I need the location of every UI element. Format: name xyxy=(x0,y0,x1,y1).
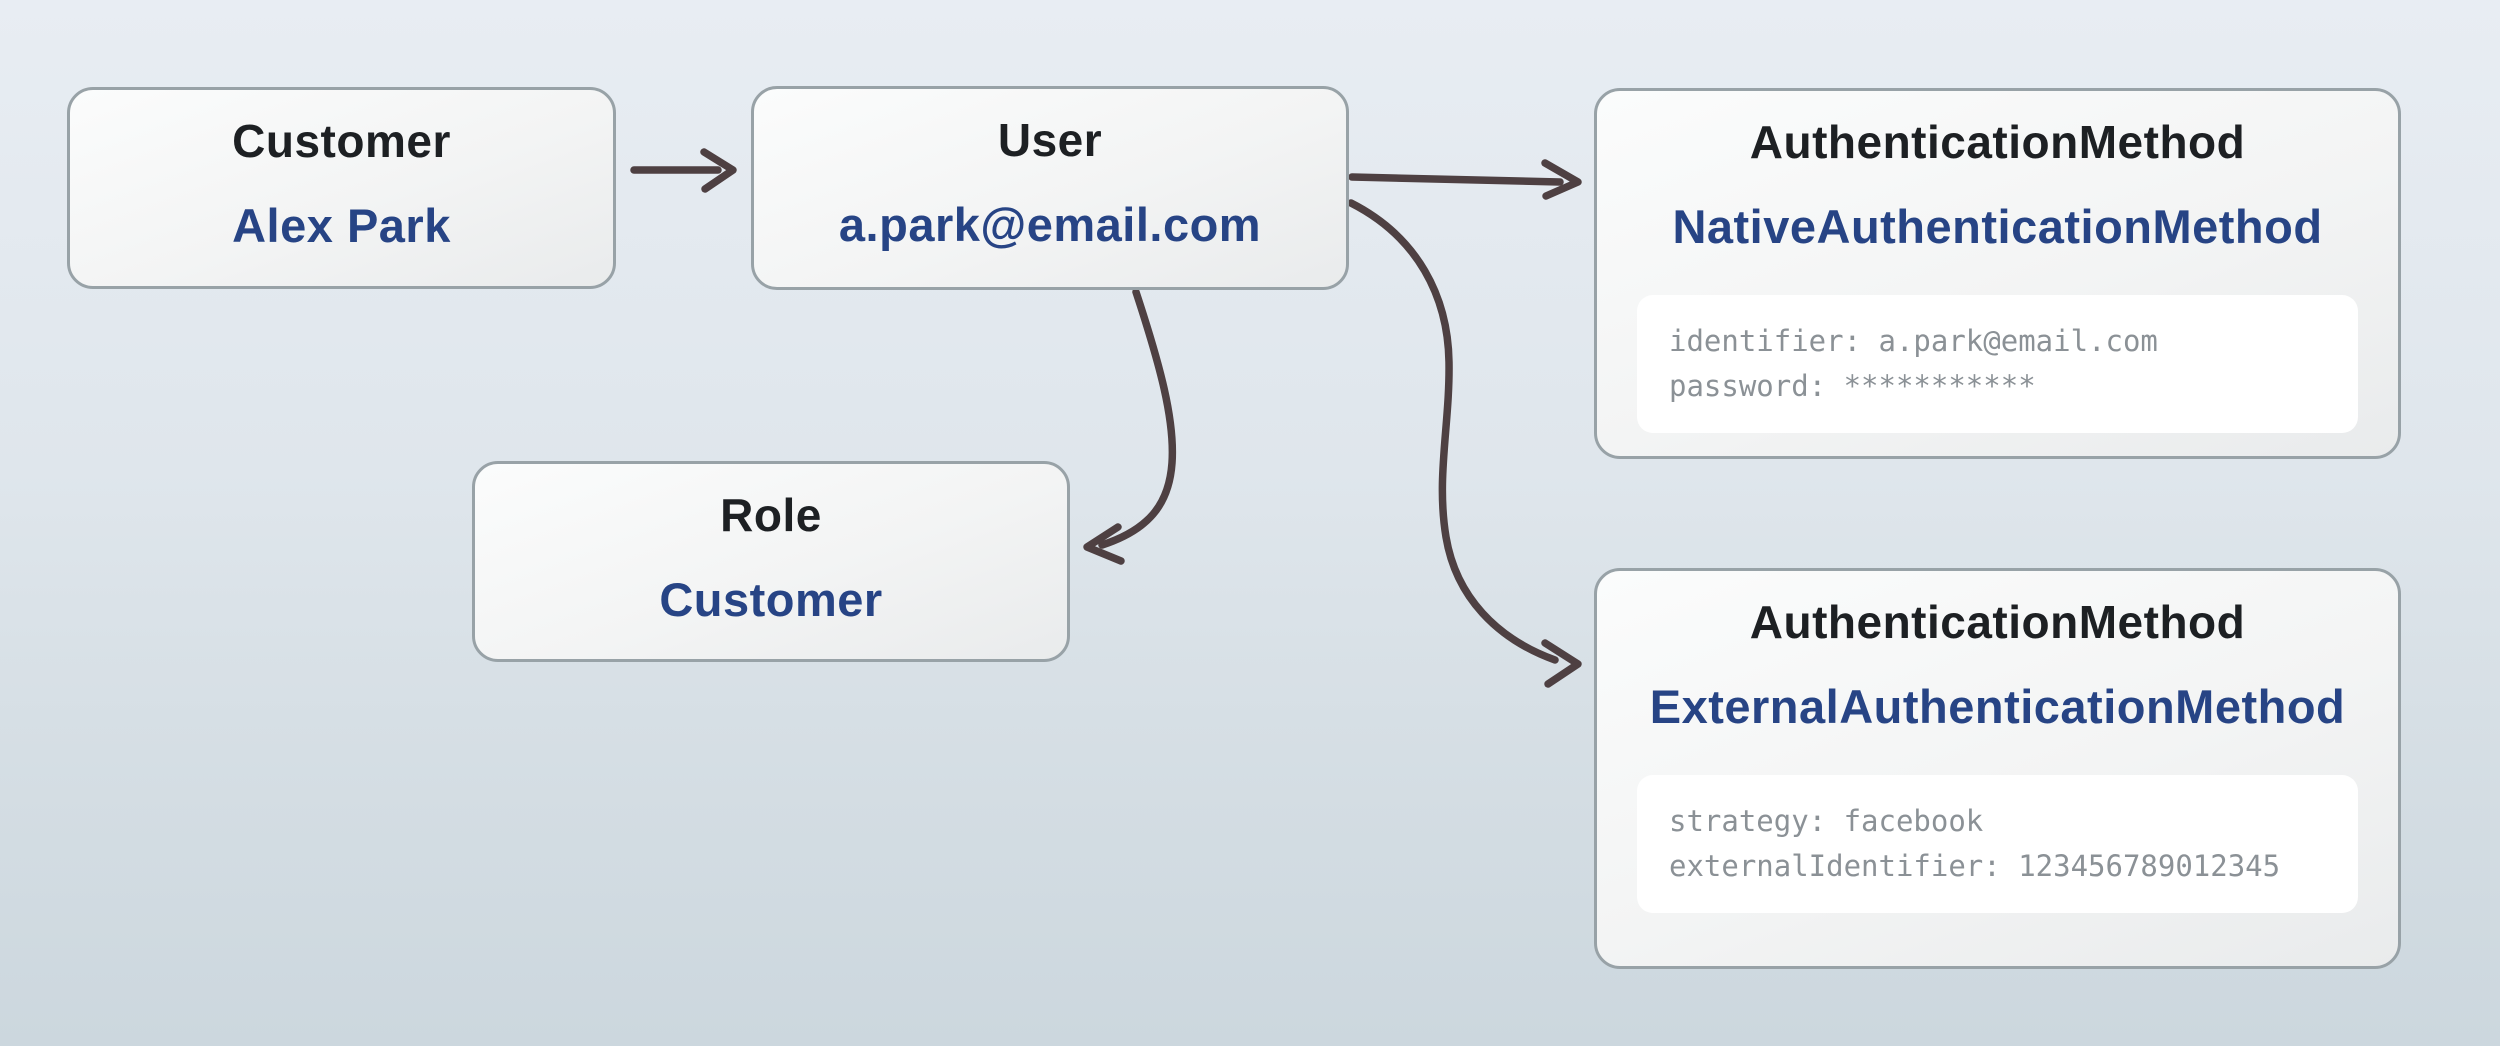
node-user-value: a.park@email.com xyxy=(838,198,1262,251)
arrow-head xyxy=(1541,639,1582,688)
node-native-auth-title: AuthenticationMethod xyxy=(1749,116,2246,168)
arrow-shaft xyxy=(1347,199,1559,664)
node-external-auth-value: ExternalAuthenticationMethod xyxy=(1649,680,2346,733)
arrow-head xyxy=(1083,523,1125,565)
node-external-authentication-method: AuthenticationMethod ExternalAuthenticat… xyxy=(1594,568,2401,969)
node-user: User a.park@email.com xyxy=(751,86,1349,290)
node-customer-title: Customer xyxy=(232,115,451,167)
external-auth-attributes-panel: strategy: facebook externalIdentifier: 1… xyxy=(1637,775,2358,913)
arrow-user-to-role xyxy=(1083,288,1177,565)
arrow-shaft xyxy=(1348,173,1564,186)
arrow-head xyxy=(700,148,737,193)
node-role: Role Customer xyxy=(472,461,1070,662)
node-role-value: Customer xyxy=(659,573,883,626)
node-customer: Customer Alex Park xyxy=(67,87,616,289)
node-native-auth-value: NativeAuthenticationMethod xyxy=(1672,200,2323,253)
node-external-auth-title: AuthenticationMethod xyxy=(1749,596,2246,648)
node-user-title: User xyxy=(997,114,1103,166)
node-role-title: Role xyxy=(720,489,822,541)
node-customer-value: Alex Park xyxy=(232,199,451,252)
node-native-authentication-method: AuthenticationMethod NativeAuthenticatio… xyxy=(1594,88,2401,459)
native-auth-attributes-panel: identifier: a.park@email.com password: *… xyxy=(1637,295,2358,433)
arrow-customer-to-user xyxy=(630,148,737,193)
attr-strategy: strategy: facebook xyxy=(1669,804,1984,838)
attr-external-identifier: externalIdentifier: 123456789012345 xyxy=(1669,849,2281,883)
arrow-shaft xyxy=(1098,288,1177,549)
arrow-user-to-native-auth xyxy=(1348,159,1582,200)
arrow-user-to-external-auth xyxy=(1347,199,1582,688)
attr-identifier: identifier: a.park@email.com xyxy=(1669,324,2158,358)
arrow-head xyxy=(1541,159,1582,200)
attr-password: password: *********** xyxy=(1669,369,2036,403)
